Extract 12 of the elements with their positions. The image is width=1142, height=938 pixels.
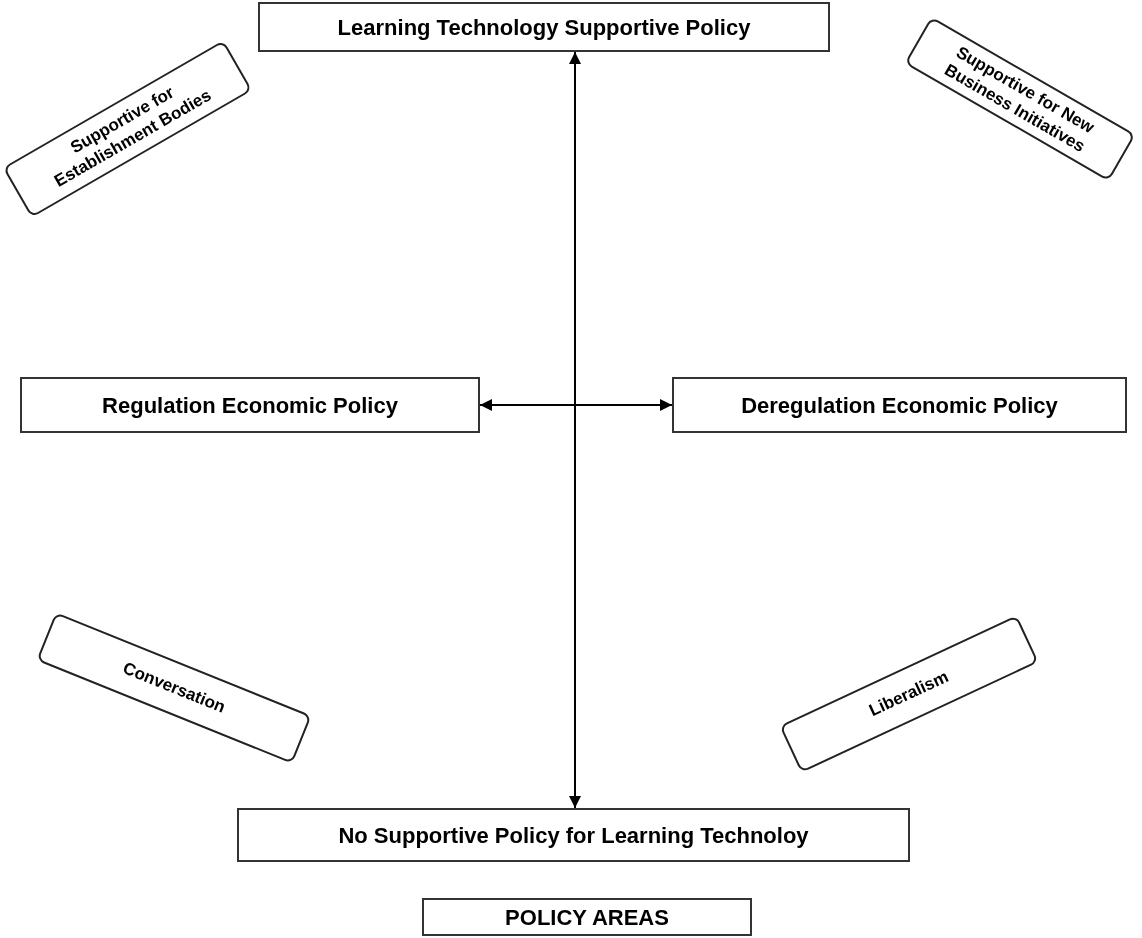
box-label: Regulation Economic Policy [102,391,398,420]
box-label: POLICY AREAS [505,903,669,932]
double-arrow [569,51,581,809]
box-label: Learning Technology Supportive Policy [337,13,751,42]
policy-box [422,898,752,936]
policy-box [237,808,910,862]
double-arrow [479,399,673,411]
box-label: No Supportive Policy for Learning Technoloy [338,821,809,850]
box-label: Deregulation Economic Policy [741,391,1058,420]
policy-box [258,2,830,52]
policy-box [672,377,1127,433]
policy-box [20,377,480,433]
